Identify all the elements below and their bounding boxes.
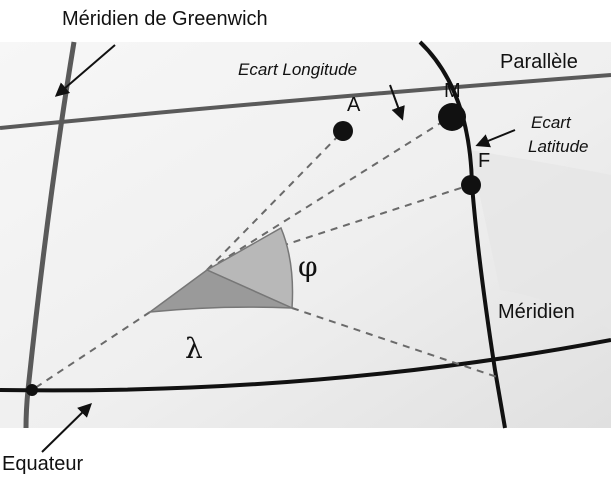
parallele-label: Parallèle: [500, 51, 578, 73]
lambda-symbol: λ: [185, 332, 203, 365]
lambda-sector: [147, 269, 293, 314]
point-a-label: A: [347, 94, 361, 116]
dash-to-m: [206, 116, 451, 271]
dash-to-a: [206, 130, 344, 271]
equator-greenwich-dot: [26, 384, 38, 396]
arrow-equateur: [41, 403, 93, 453]
arrow-ecart-latitude: [475, 129, 516, 148]
point-f-dot: [461, 175, 481, 195]
point-m-label: M: [444, 80, 461, 102]
ecart-longitude-label: Ecart Longitude: [238, 60, 357, 79]
arrow-ecart-longitude: [389, 84, 405, 121]
latitude-label: Latitude: [528, 137, 589, 156]
dash-to-equator-right: [291, 307, 498, 378]
ecart-label: Ecart: [531, 113, 572, 132]
phi-symbol: φ: [298, 250, 318, 283]
parallel-line: [0, 73, 611, 130]
dashed-lines: [31, 116, 498, 391]
point-f-label: F: [478, 150, 490, 172]
phi-sector: [205, 226, 294, 310]
arrow-greenwich: [54, 44, 116, 97]
sphere-shade: [470, 150, 611, 330]
equator-line: [0, 338, 611, 393]
equateur-label: Equateur: [2, 453, 84, 475]
point-a-dot: [333, 121, 353, 141]
meridien-label: Méridien: [498, 301, 575, 323]
greenwich-meridian-line: [23, 41, 77, 429]
dash-to-equator-left: [31, 311, 151, 391]
greenwich-label: Méridien de Greenwich: [62, 8, 268, 30]
point-m-dot: [438, 103, 466, 131]
